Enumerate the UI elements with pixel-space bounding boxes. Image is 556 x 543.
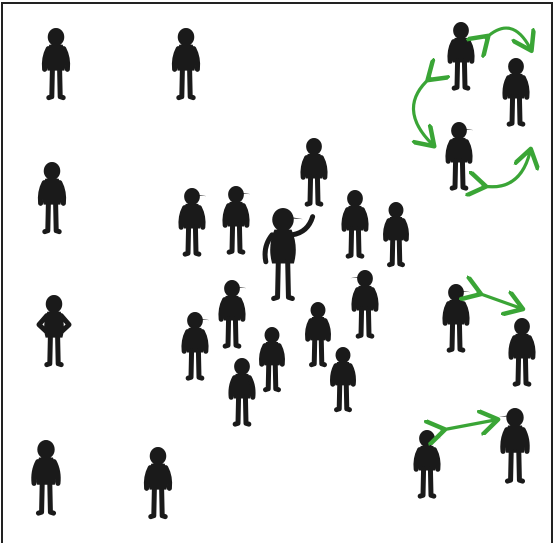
person-with-cap-icon bbox=[350, 270, 379, 339]
person-icon bbox=[36, 295, 72, 368]
person-icon bbox=[383, 202, 409, 268]
person-icon bbox=[37, 162, 67, 235]
person-with-cap-icon bbox=[498, 408, 530, 484]
person-icon bbox=[305, 302, 331, 368]
central-crowd bbox=[178, 138, 409, 427]
person-icon bbox=[502, 58, 530, 127]
curved-arrow-icon bbox=[483, 152, 530, 187]
curved-arrow-icon bbox=[413, 78, 432, 144]
person-icon bbox=[508, 318, 536, 387]
person-icon bbox=[330, 347, 356, 413]
person-with-cap-icon bbox=[218, 280, 247, 349]
double-headed-arrow-icon bbox=[478, 293, 520, 308]
pair-group-bottom bbox=[413, 408, 530, 499]
person-with-cap-icon bbox=[222, 186, 251, 255]
person-with-cap-icon bbox=[262, 208, 316, 302]
person-icon bbox=[143, 447, 173, 520]
person-icon bbox=[41, 28, 71, 101]
curved-arrow-icon bbox=[486, 26, 530, 48]
person-icon bbox=[228, 358, 256, 427]
person-icon bbox=[300, 138, 328, 207]
person-with-cap-icon bbox=[445, 122, 474, 191]
person-icon bbox=[31, 440, 61, 516]
person-icon bbox=[259, 327, 285, 393]
person-with-cap-icon bbox=[178, 188, 207, 257]
person-with-cap-icon bbox=[181, 312, 210, 381]
person-icon bbox=[171, 28, 201, 101]
double-headed-arrow-icon bbox=[442, 420, 495, 430]
person-icon bbox=[341, 190, 369, 259]
isolated-individuals bbox=[31, 28, 201, 520]
